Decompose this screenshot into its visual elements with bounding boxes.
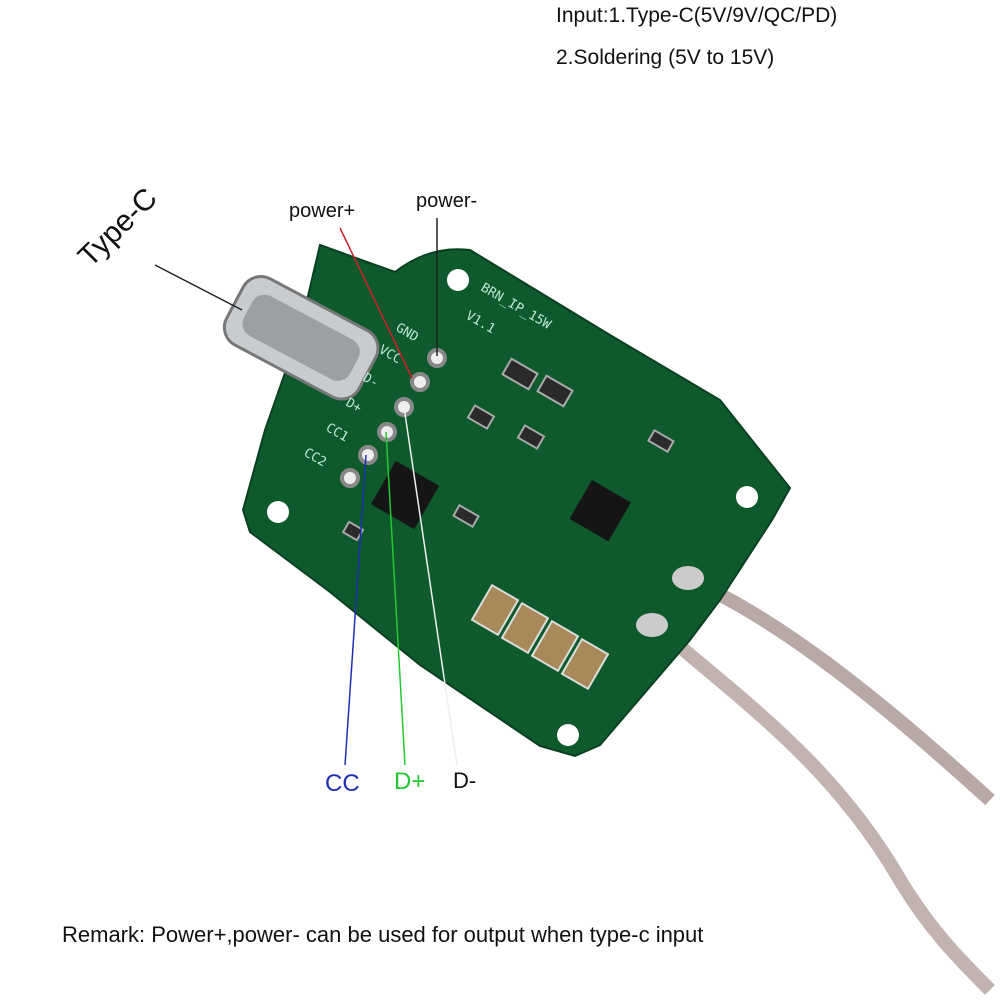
d-plus-label: D+ (394, 768, 426, 795)
silk-dm: D- (360, 370, 381, 391)
silk-dp: D+ (343, 395, 364, 416)
type-c-leader (154, 264, 243, 311)
capacitors (470, 583, 610, 691)
wire-2 (650, 619, 995, 995)
wire-solder-joints (636, 566, 704, 637)
power-plus-leader (339, 227, 413, 379)
solder-pads (340, 348, 447, 488)
wire-1 (687, 573, 995, 806)
power-minus-label: power- (416, 190, 478, 212)
d-minus-leader (403, 406, 458, 766)
input-line-1: Input:1.Type-C(5V/9V/QC/PD) (556, 4, 838, 27)
cc-leader (344, 454, 367, 766)
d-minus-label: D- (453, 768, 477, 793)
d-plus-leader (385, 431, 406, 766)
mounting-holes (267, 269, 758, 746)
type-c-connector (222, 275, 380, 401)
cc-label: CC (325, 770, 360, 797)
input-line-2: 2.Soldering (5V to 15V) (556, 46, 775, 69)
remark-text: Remark: Power+,power- can be used for ou… (62, 922, 704, 947)
power-plus-label: power+ (289, 200, 356, 222)
smd-components (341, 357, 675, 542)
